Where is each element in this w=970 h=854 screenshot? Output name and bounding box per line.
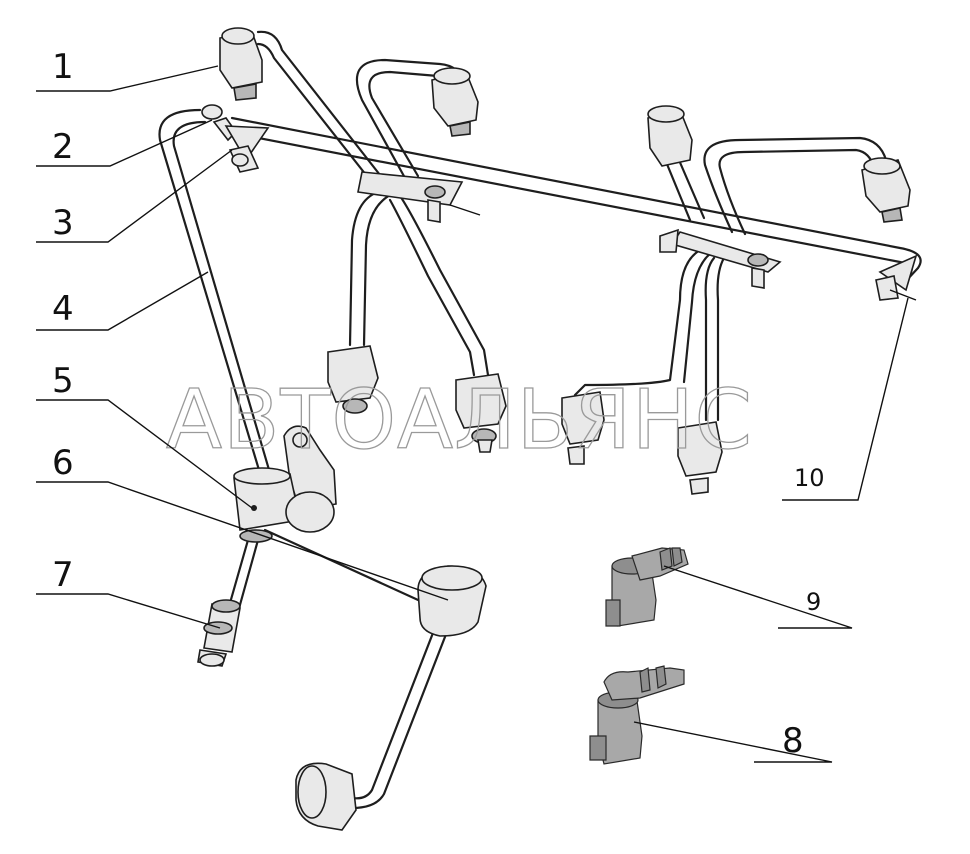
callout-label-1: 1 <box>52 47 74 87</box>
callout-label-5: 5 <box>52 361 74 401</box>
line-nut-lower <box>295 762 357 831</box>
callout-label-7: 7 <box>52 555 74 595</box>
callout-label-9: 9 <box>806 588 821 616</box>
lower-nut-d <box>677 421 723 495</box>
callout-label-4: 4 <box>52 289 74 329</box>
injector-nut-2 <box>431 67 479 137</box>
banjo-fitting-3 <box>228 145 260 173</box>
banjo-fitting-2 <box>201 104 270 162</box>
injector-nut-1 <box>219 27 263 101</box>
connector-8 <box>589 665 685 765</box>
callout-leaders <box>36 65 909 763</box>
callout-label-3: 3 <box>52 203 74 243</box>
callout-label-2: 2 <box>52 127 74 167</box>
lower-nut-c <box>561 391 605 465</box>
watermark-text: АВТОАЛЬЯНС <box>166 373 753 468</box>
sensor-7 <box>197 599 241 667</box>
banjo-fitting-10 <box>875 254 918 301</box>
callout-label-6: 6 <box>52 443 74 483</box>
injector-nut-3 <box>647 105 693 167</box>
lower-nut-b <box>455 373 507 453</box>
line-nut-upper <box>417 565 487 637</box>
filter-bracket-5 <box>233 425 337 543</box>
callout-label-10: 10 <box>794 464 825 492</box>
connector-9 <box>605 547 689 627</box>
lower-nut-a <box>327 345 379 414</box>
right-bracket <box>659 228 782 289</box>
injector-nut-4 <box>861 157 911 223</box>
mid-bracket <box>357 171 481 223</box>
callout-label-8: 8 <box>782 721 804 761</box>
